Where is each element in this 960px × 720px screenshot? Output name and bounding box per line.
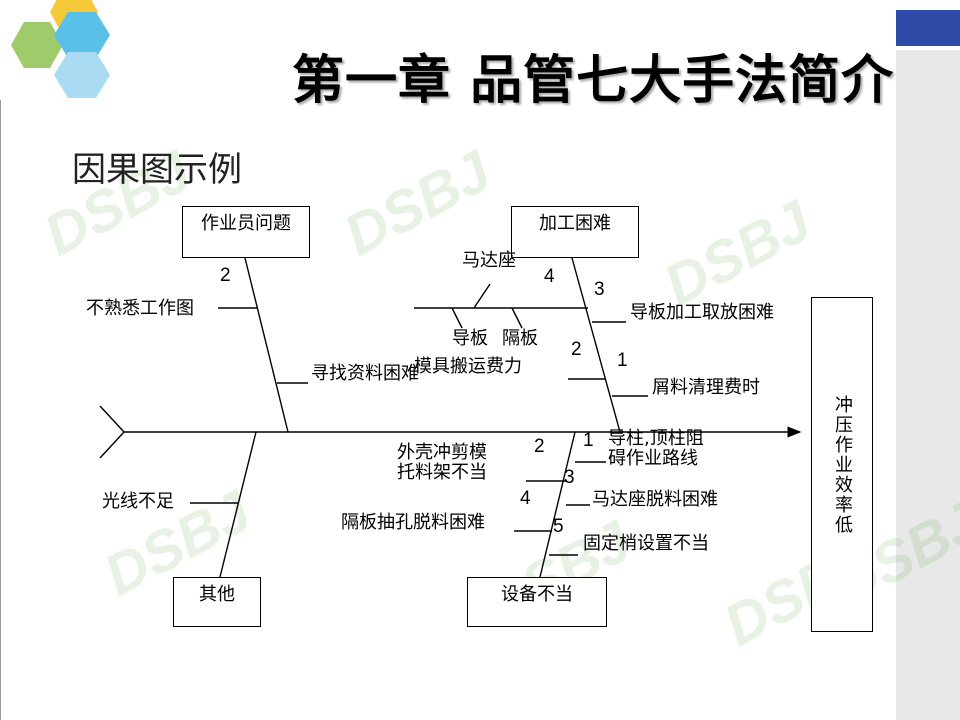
effect-label: 冲压作业效率低: [832, 394, 853, 535]
cause-spacer: 隔板: [502, 328, 538, 349]
cause-motor-seat: 马达座: [462, 250, 516, 271]
twig-guide-plate: [451, 307, 463, 329]
hex-blue-light: [54, 52, 110, 98]
tail-lower: [99, 431, 125, 459]
category-label-worker: 作业员问题: [201, 213, 291, 234]
rank-equipment-2: 2: [534, 436, 545, 457]
cause-spacer-hole: 隔板抽孔脱料困难: [341, 512, 485, 533]
cause-unfamiliar-drawing: 不熟悉工作图: [86, 298, 194, 319]
left-rule: [0, 100, 1, 720]
category-box-worker: 作业员问题: [182, 206, 310, 258]
slide-subtitle: 因果图示例: [72, 150, 242, 190]
category-label-equipment: 设备不当: [501, 584, 573, 605]
cause-fixing-pin: 固定梢设置不当: [583, 533, 709, 554]
cause-guide-post-line2: 碍作业路线: [608, 448, 698, 469]
sidebar-accent: [896, 10, 960, 46]
tail-upper: [99, 405, 125, 433]
effect-box: 冲压作业效率低: [811, 297, 873, 632]
rank-equipment-4: 4: [520, 488, 531, 509]
rank-processing-4: 4: [544, 266, 555, 287]
category-box-equipment: 设备不当: [467, 577, 607, 627]
cause-mold-moving: 模具搬运费力: [414, 356, 522, 377]
cause-shell-die-line2: 托料架不当: [397, 462, 487, 483]
rank-processing-3: 3: [594, 279, 605, 300]
cause-insufficient-light: 光线不足: [102, 491, 174, 512]
cause-guide-plate: 导板: [452, 328, 488, 349]
cause-chip-cleaning: 屑料清理费时: [652, 377, 760, 398]
category-label-processing: 加工困难: [539, 213, 611, 234]
rank-equipment-5: 5: [553, 516, 564, 537]
category-box-other: 其他: [173, 577, 261, 627]
bone-equipment: [539, 431, 576, 578]
slide-title: 第一章 品管七大手法简介: [292, 51, 895, 111]
bone-other: [219, 431, 257, 578]
cause-shell-die-line1: 外壳冲剪模: [397, 442, 487, 463]
rank-equipment-1: 1: [583, 430, 594, 451]
cause-guide-loading: 导板加工取放困难: [630, 302, 774, 323]
bone-processing: [571, 257, 621, 433]
rank-worker-2: 2: [220, 265, 231, 286]
sidebar-band: [896, 50, 960, 720]
bone-worker: [244, 257, 289, 433]
twig-spacer: [511, 307, 523, 329]
category-label-other: 其他: [199, 584, 235, 605]
rank-processing-2: 2: [571, 339, 582, 360]
rank-equipment-3: 3: [564, 467, 575, 488]
twig-motor-seat: [473, 283, 491, 309]
cause-guide-post-line1: 导柱,顶柱阻: [608, 428, 704, 449]
cause-finding-data: 寻找资料困难: [311, 363, 419, 384]
category-box-processing: 加工困难: [511, 206, 639, 258]
hex-green: [11, 22, 63, 68]
hexagon-logo: [11, 0, 110, 98]
cause-motor-seat-stripping: 马达座脱料困难: [592, 489, 718, 510]
rank-processing-1: 1: [617, 350, 628, 371]
hex-blue: [54, 12, 110, 58]
